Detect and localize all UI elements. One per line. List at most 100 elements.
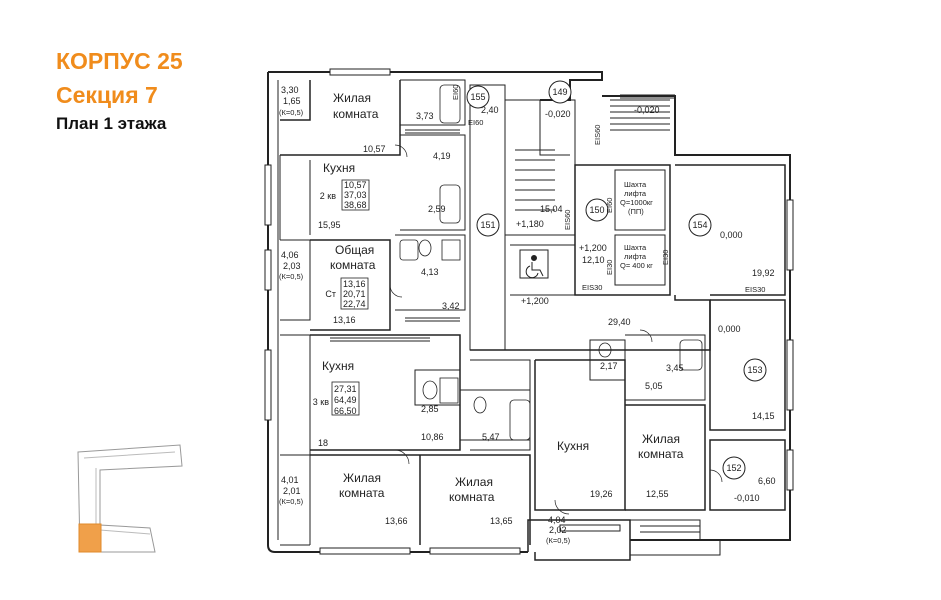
room-kitchen-mid: Кухня: [322, 359, 354, 373]
mark: EI60: [468, 118, 483, 127]
level: +1,200: [579, 243, 607, 253]
level: -0,010: [734, 493, 760, 503]
area: 2,17: [600, 361, 618, 371]
mark: EI30: [605, 260, 614, 275]
plan-title: План 1 этажа: [56, 114, 167, 133]
walls: [267, 71, 791, 561]
area: 13,66: [385, 516, 408, 526]
circle-markers: [466, 80, 767, 480]
apt3-type: 3 кв: [313, 397, 329, 407]
area: 2,85: [421, 404, 439, 414]
area: (К=0,5): [279, 497, 304, 506]
area: 2,01: [283, 486, 301, 496]
area: 4,06: [281, 250, 299, 260]
area: 12,55: [646, 489, 669, 499]
area: 15,95: [318, 220, 341, 230]
space-151: 151: [480, 220, 495, 230]
mark: EI30: [661, 250, 670, 265]
apt2-b: 37,03: [344, 190, 367, 200]
area: 13,65: [490, 516, 513, 526]
mark: EIS30: [582, 283, 602, 292]
door-swings: [389, 144, 723, 515]
mark: EIS60: [563, 210, 572, 230]
area: 10,57: [363, 144, 386, 154]
area: 10,86: [421, 432, 444, 442]
apt2-a: 10,57: [344, 180, 367, 190]
area: 5,47: [482, 432, 500, 442]
level: 0,000: [718, 324, 741, 334]
area: 4,13: [421, 267, 439, 277]
area: 2,40: [481, 105, 499, 115]
area: 19,26: [590, 489, 613, 499]
space-149: 149: [552, 87, 567, 97]
space-152: 152: [726, 463, 741, 473]
sanitary: [399, 84, 703, 441]
area-values: 3,30 1,65 (К=0,5) 4,06 2,03 (К=0,5) 4,01…: [279, 85, 776, 545]
area: (К=0,5): [546, 536, 571, 545]
area: 2,03: [283, 261, 301, 271]
apartment-boxes: [331, 179, 370, 416]
apt3-c: 66,50: [334, 406, 357, 416]
circle-labels: 155 149 151 150 154 153 152: [470, 87, 762, 473]
area: 12,10: [582, 255, 605, 265]
area: 18: [318, 438, 328, 448]
area: 29,40: [608, 317, 631, 327]
mark: EIS30: [745, 285, 765, 294]
mark: EI60: [451, 85, 460, 100]
area: 19,92: [752, 268, 775, 278]
apartment-info: 2 кв 10,57 37,03 38,68 Ст 13,16 20,71 22…: [313, 180, 367, 416]
highlighted-section: [78, 523, 102, 553]
area: 6,60: [758, 476, 776, 486]
room-kitchen-right: Кухня: [557, 439, 589, 453]
building-title: КОРПУС 25: [56, 48, 183, 74]
wheelchair-icon: [519, 249, 549, 279]
area: (К=0,5): [279, 272, 304, 281]
aptst-c: 22,74: [343, 299, 366, 309]
area: (К=0,5): [279, 108, 304, 117]
area: 2,59: [428, 204, 446, 214]
area: 3,73: [416, 111, 434, 121]
apt3-a: 27,31: [334, 384, 357, 394]
area: 13,16: [333, 315, 356, 325]
space-153: 153: [747, 365, 762, 375]
area: 4,19: [433, 151, 451, 161]
apt3-b: 64,49: [334, 395, 357, 405]
room-kitchen-top: Кухня: [323, 161, 355, 175]
area: 4,04: [548, 515, 566, 525]
apt2-type: 2 кв: [320, 191, 336, 201]
aptst-type: Ст: [325, 289, 336, 299]
mark: EIS60: [593, 125, 602, 145]
space-154: 154: [692, 220, 707, 230]
stairs: [515, 99, 700, 533]
area: 15,04: [540, 204, 563, 214]
key-plan: [77, 444, 183, 553]
windows: [264, 68, 794, 555]
area: 3,30: [281, 85, 299, 95]
area: 1,65: [283, 96, 301, 106]
area: 3,45: [666, 363, 684, 373]
area: 5,05: [645, 381, 663, 391]
apt2-c: 38,68: [344, 200, 367, 210]
space-150: 150: [589, 205, 604, 215]
aptst-a: 13,16: [343, 279, 366, 289]
level: 0,000: [720, 230, 743, 240]
section-title: Секция 7: [56, 82, 158, 108]
level: -0,020: [634, 105, 660, 115]
level: +1,200: [521, 296, 549, 306]
aptst-b: 20,71: [343, 289, 366, 299]
level-marks: -0,020 -0,020 +1,180 +1,200 +1,200 0,000…: [516, 105, 760, 503]
fire-rating-marks: EI60 EI60 EIS60 EIS60 EI30 EIS30 EIS30 E…: [451, 85, 765, 294]
area: 14,15: [752, 411, 775, 421]
level: +1,180: [516, 219, 544, 229]
area: 3,42: [442, 301, 460, 311]
space-155: 155: [470, 92, 485, 102]
